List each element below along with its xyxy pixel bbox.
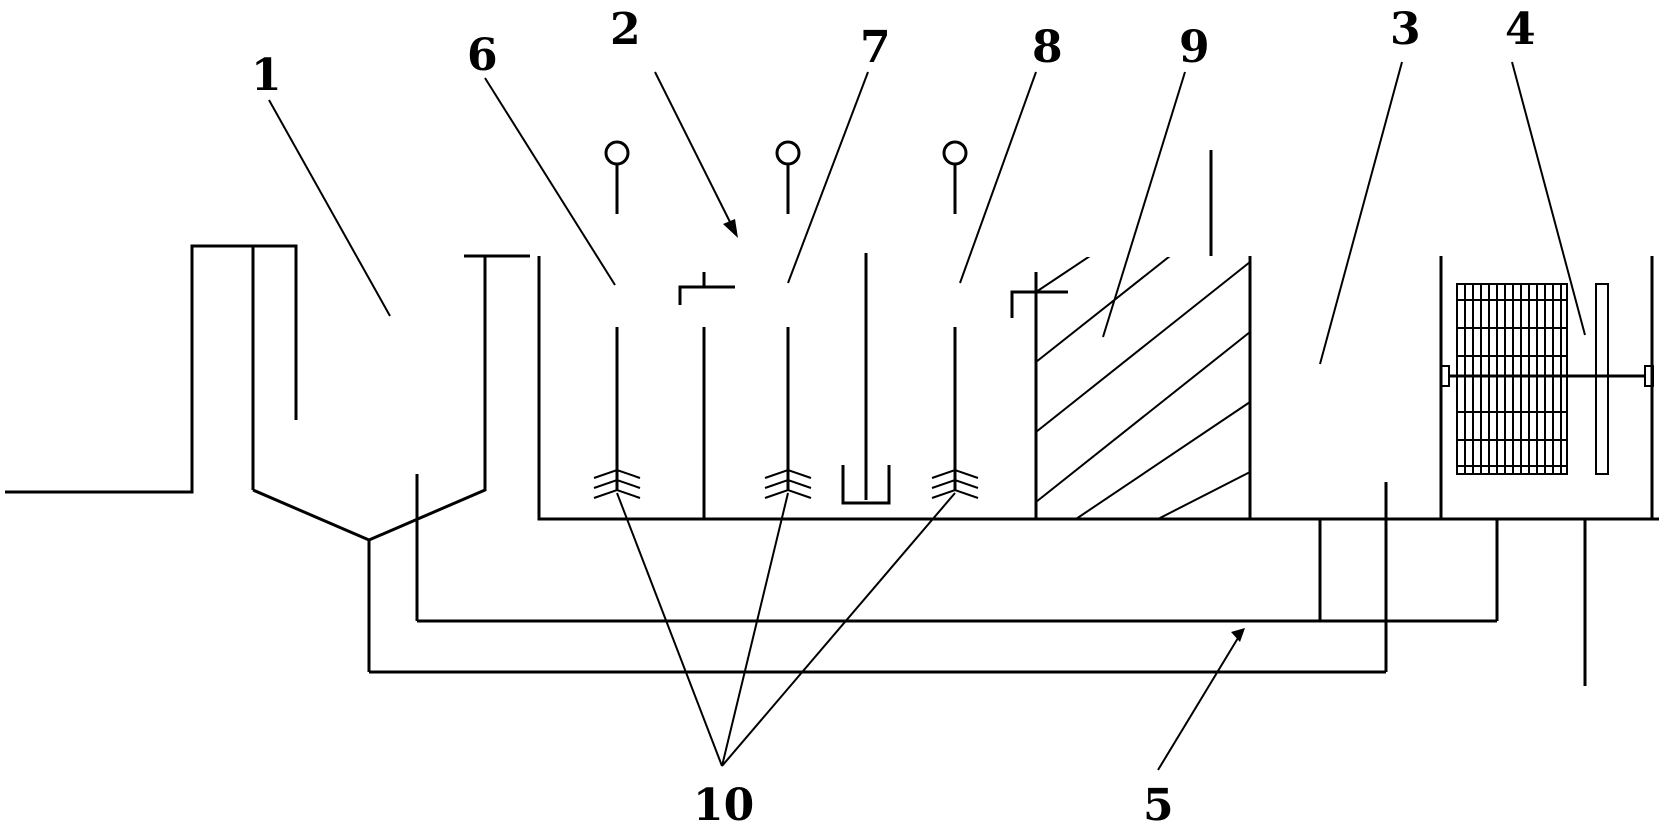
sludge-cup: [841, 253, 891, 505]
label-5: 5: [1143, 780, 1174, 829]
arrow-5: [1157, 637, 1239, 771]
filter-hatching: [1035, 257, 1250, 519]
main-tank: [537, 256, 1659, 686]
chamber-8: [931, 140, 979, 499]
scraper-plate: [1595, 283, 1609, 475]
label-3: 3: [1390, 4, 1421, 55]
arrowhead-icon: [1231, 628, 1245, 642]
aerator-icon: [593, 468, 641, 479]
baffle-2: [1010, 272, 1068, 318]
label-6: 6: [467, 30, 498, 81]
label-4: 4: [1505, 4, 1536, 55]
unit-1-hopper: [5, 244, 530, 621]
label-8: 8: [1032, 22, 1063, 73]
shaft-bearing-right: [1644, 365, 1654, 387]
label-9: 9: [1179, 22, 1210, 73]
label-2: 2: [610, 4, 641, 55]
arrow-2: [654, 71, 734, 229]
label-1: 1: [251, 50, 282, 101]
aerator-icon: [931, 468, 979, 479]
baffle-1: [678, 272, 735, 519]
leader-lines: [268, 61, 1586, 771]
label-7: 7: [860, 22, 891, 73]
chamber-6: [593, 140, 641, 499]
unit-9-filter: [1034, 150, 1252, 519]
disc-stack-grid: [1457, 284, 1567, 474]
gauge-icon: [604, 140, 630, 166]
label-10: 10: [693, 780, 754, 829]
chamber-7: [764, 140, 812, 499]
gauge-icon: [942, 140, 968, 166]
arrowhead-icon: [723, 219, 738, 238]
labels: 1 2 3 4 5 6 7 8 9 10: [251, 4, 1536, 829]
aerator-icon: [764, 468, 812, 479]
unit-4-disc-filter: [1440, 283, 1654, 475]
gauge-icon: [775, 140, 801, 166]
shaft-bearing-left: [1440, 365, 1450, 387]
